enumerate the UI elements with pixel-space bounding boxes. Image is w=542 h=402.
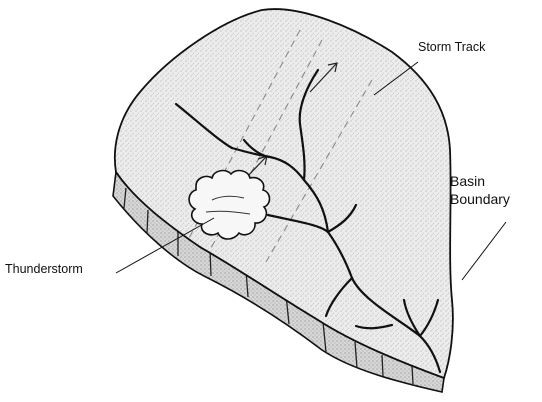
thunderstorm-label: Thunderstorm [5, 262, 83, 276]
basin-boundary-label: Basin Boundary [450, 173, 510, 208]
basin-label-line2: Boundary [450, 191, 510, 209]
basin-label-line1: Basin [450, 173, 510, 191]
storm-track-label: Storm Track [418, 40, 485, 54]
